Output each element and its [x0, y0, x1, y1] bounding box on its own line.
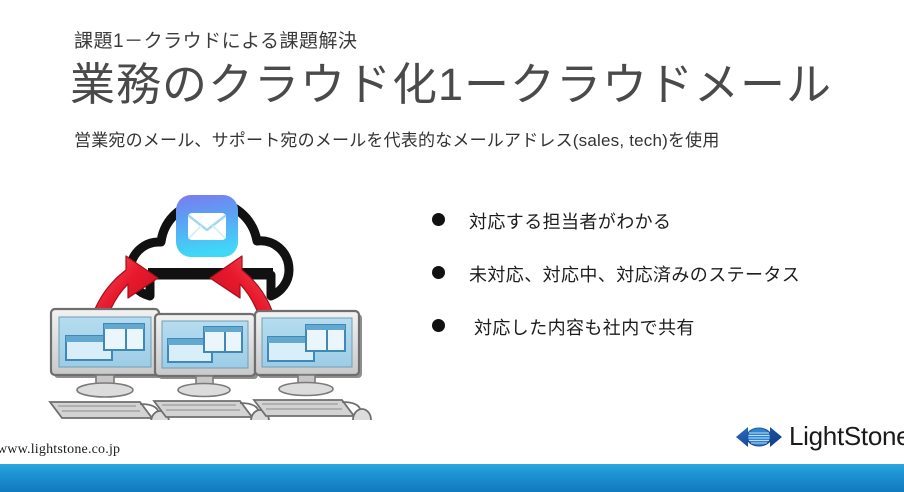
- bullet-label: 未対応、対応中、対応済みのステータス: [469, 265, 801, 285]
- logo-word: LightStone: [789, 421, 904, 451]
- list-item: 対応する担当者がわかる: [432, 208, 862, 234]
- lightstone-logo: LightStone®: [735, 421, 904, 452]
- desktop-computer-2: [152, 312, 270, 420]
- lightstone-logo-icon: [736, 426, 782, 447]
- desktop-computer-3: [252, 309, 372, 420]
- list-item: 対応した内容も社内で共有: [432, 314, 862, 340]
- bullet-dot-icon: [432, 213, 445, 226]
- desktop-computer-1: [48, 307, 170, 420]
- list-item: 未対応、対応中、対応済みのステータス: [432, 261, 862, 287]
- bullet-label: 対応した内容も社内で共有: [474, 318, 695, 338]
- mail-app-icon: [176, 195, 238, 257]
- bullet-dot-icon: [432, 266, 445, 279]
- bullet-list: 対応する担当者がわかる 未対応、対応中、対応済みのステータス 対応した内容も社内…: [432, 208, 862, 367]
- kicker-text: 課題1－クラウドによる課題解決: [74, 31, 358, 52]
- footer-url: www.lightstone.co.jp: [0, 442, 121, 457]
- subtitle-text: 営業宛のメール、サポート宛のメールを代表的なメールアドレス(sales, tec…: [74, 131, 720, 150]
- bottom-accent-bar: [0, 464, 904, 492]
- bullet-dot-icon: [432, 319, 445, 332]
- page-title: 業務のクラウド化1ークラウドメール: [70, 59, 833, 110]
- cloud-mail-diagram: [30, 158, 380, 420]
- bullet-label: 対応する担当者がわかる: [469, 212, 672, 232]
- lightstone-logo-text: LightStone®: [789, 421, 904, 452]
